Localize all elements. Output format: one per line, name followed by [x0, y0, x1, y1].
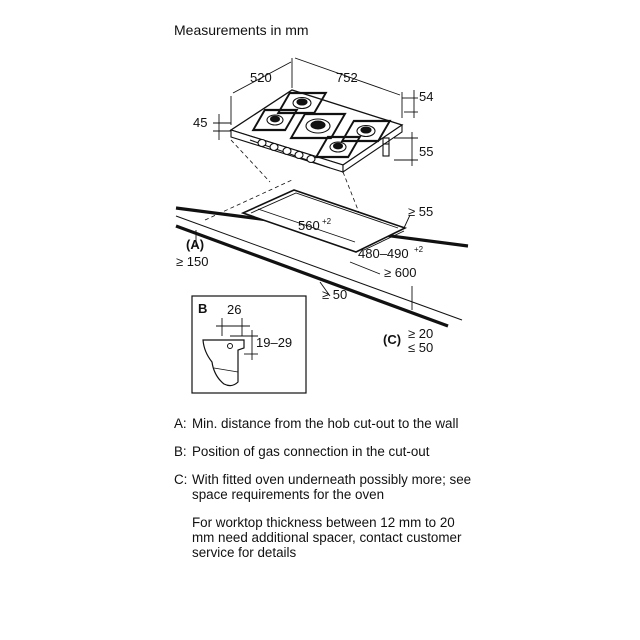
detail-b-title: B — [198, 301, 207, 316]
dim-cutout-width-label: 560 — [298, 218, 320, 233]
dim-oven-max-label: ≤ 50 — [408, 340, 433, 355]
dim-width-label: 752 — [336, 70, 358, 85]
dim-worktop-depth-label: ≥ 600 — [384, 265, 416, 280]
legend-text-c: With fitted oven underneath possibly mor… — [192, 472, 472, 502]
worktop-profile — [202, 339, 245, 387]
dim-front-clearance-label: ≥ 50 — [322, 287, 347, 302]
page-title: Measurements in mm — [174, 22, 309, 38]
dim-cutout-width-tol: +2 — [322, 217, 332, 226]
burner-grates — [251, 91, 392, 159]
spacer-note: For worktop thickness between 12 mm to 2… — [192, 515, 462, 560]
legend-item-b: B: Position of gas connection in the cut… — [174, 444, 474, 459]
legend-text-b: Position of gas connection in the cut-ou… — [192, 444, 430, 459]
dim-back-clearance-label: ≥ 55 — [408, 204, 433, 219]
detail-b-box: B 26 19–29 — [191, 295, 307, 394]
gas-connector — [382, 137, 390, 157]
hob-dimensions — [213, 57, 418, 166]
dim-height-front-label: 45 — [193, 115, 207, 130]
detail-b-width-label: 26 — [227, 302, 241, 317]
worktop-drawing — [175, 139, 469, 328]
legend-key-b: B: — [174, 444, 187, 459]
dim-cutout-depth-tol: +2 — [414, 245, 424, 254]
dim-cutout-depth-label: 480–490 — [358, 246, 409, 261]
marker-a-label: (A) — [186, 237, 204, 252]
hob-dimension-labels: 520 752 54 45 55 — [193, 70, 433, 159]
installation-diagram: 520 752 54 45 55 560 +2 — [175, 57, 469, 394]
dim-wall-distance-label: ≥ 150 — [176, 254, 208, 269]
gas-connection-point — [227, 343, 233, 349]
hob-drawing — [229, 89, 404, 174]
dim-top-offset-label: 54 — [419, 89, 433, 104]
legend-item-a: A: Min. distance from the hob cut-out to… — [174, 416, 474, 431]
legend-key-a: A: — [174, 416, 187, 431]
dim-height-side-label: 55 — [419, 144, 433, 159]
legend: A: Min. distance from the hob cut-out to… — [174, 416, 474, 560]
legend-key-c: C: — [174, 472, 188, 487]
control-knobs — [257, 138, 316, 164]
legend-text-a: Min. distance from the hob cut-out to th… — [192, 416, 459, 431]
marker-c-label: (C) — [383, 332, 401, 347]
cutout-opening — [240, 189, 408, 253]
worktop-labels: 560 +2 480–490 +2 ≥ 55 ≥ 600 ≥ 50 (A) ≥ … — [176, 204, 433, 355]
legend-item-c: C: With fitted oven underneath possibly … — [174, 472, 474, 502]
dim-oven-min-label: ≥ 20 — [408, 326, 433, 341]
detail-b-height-label: 19–29 — [256, 335, 292, 350]
dim-depth-label: 520 — [250, 70, 272, 85]
